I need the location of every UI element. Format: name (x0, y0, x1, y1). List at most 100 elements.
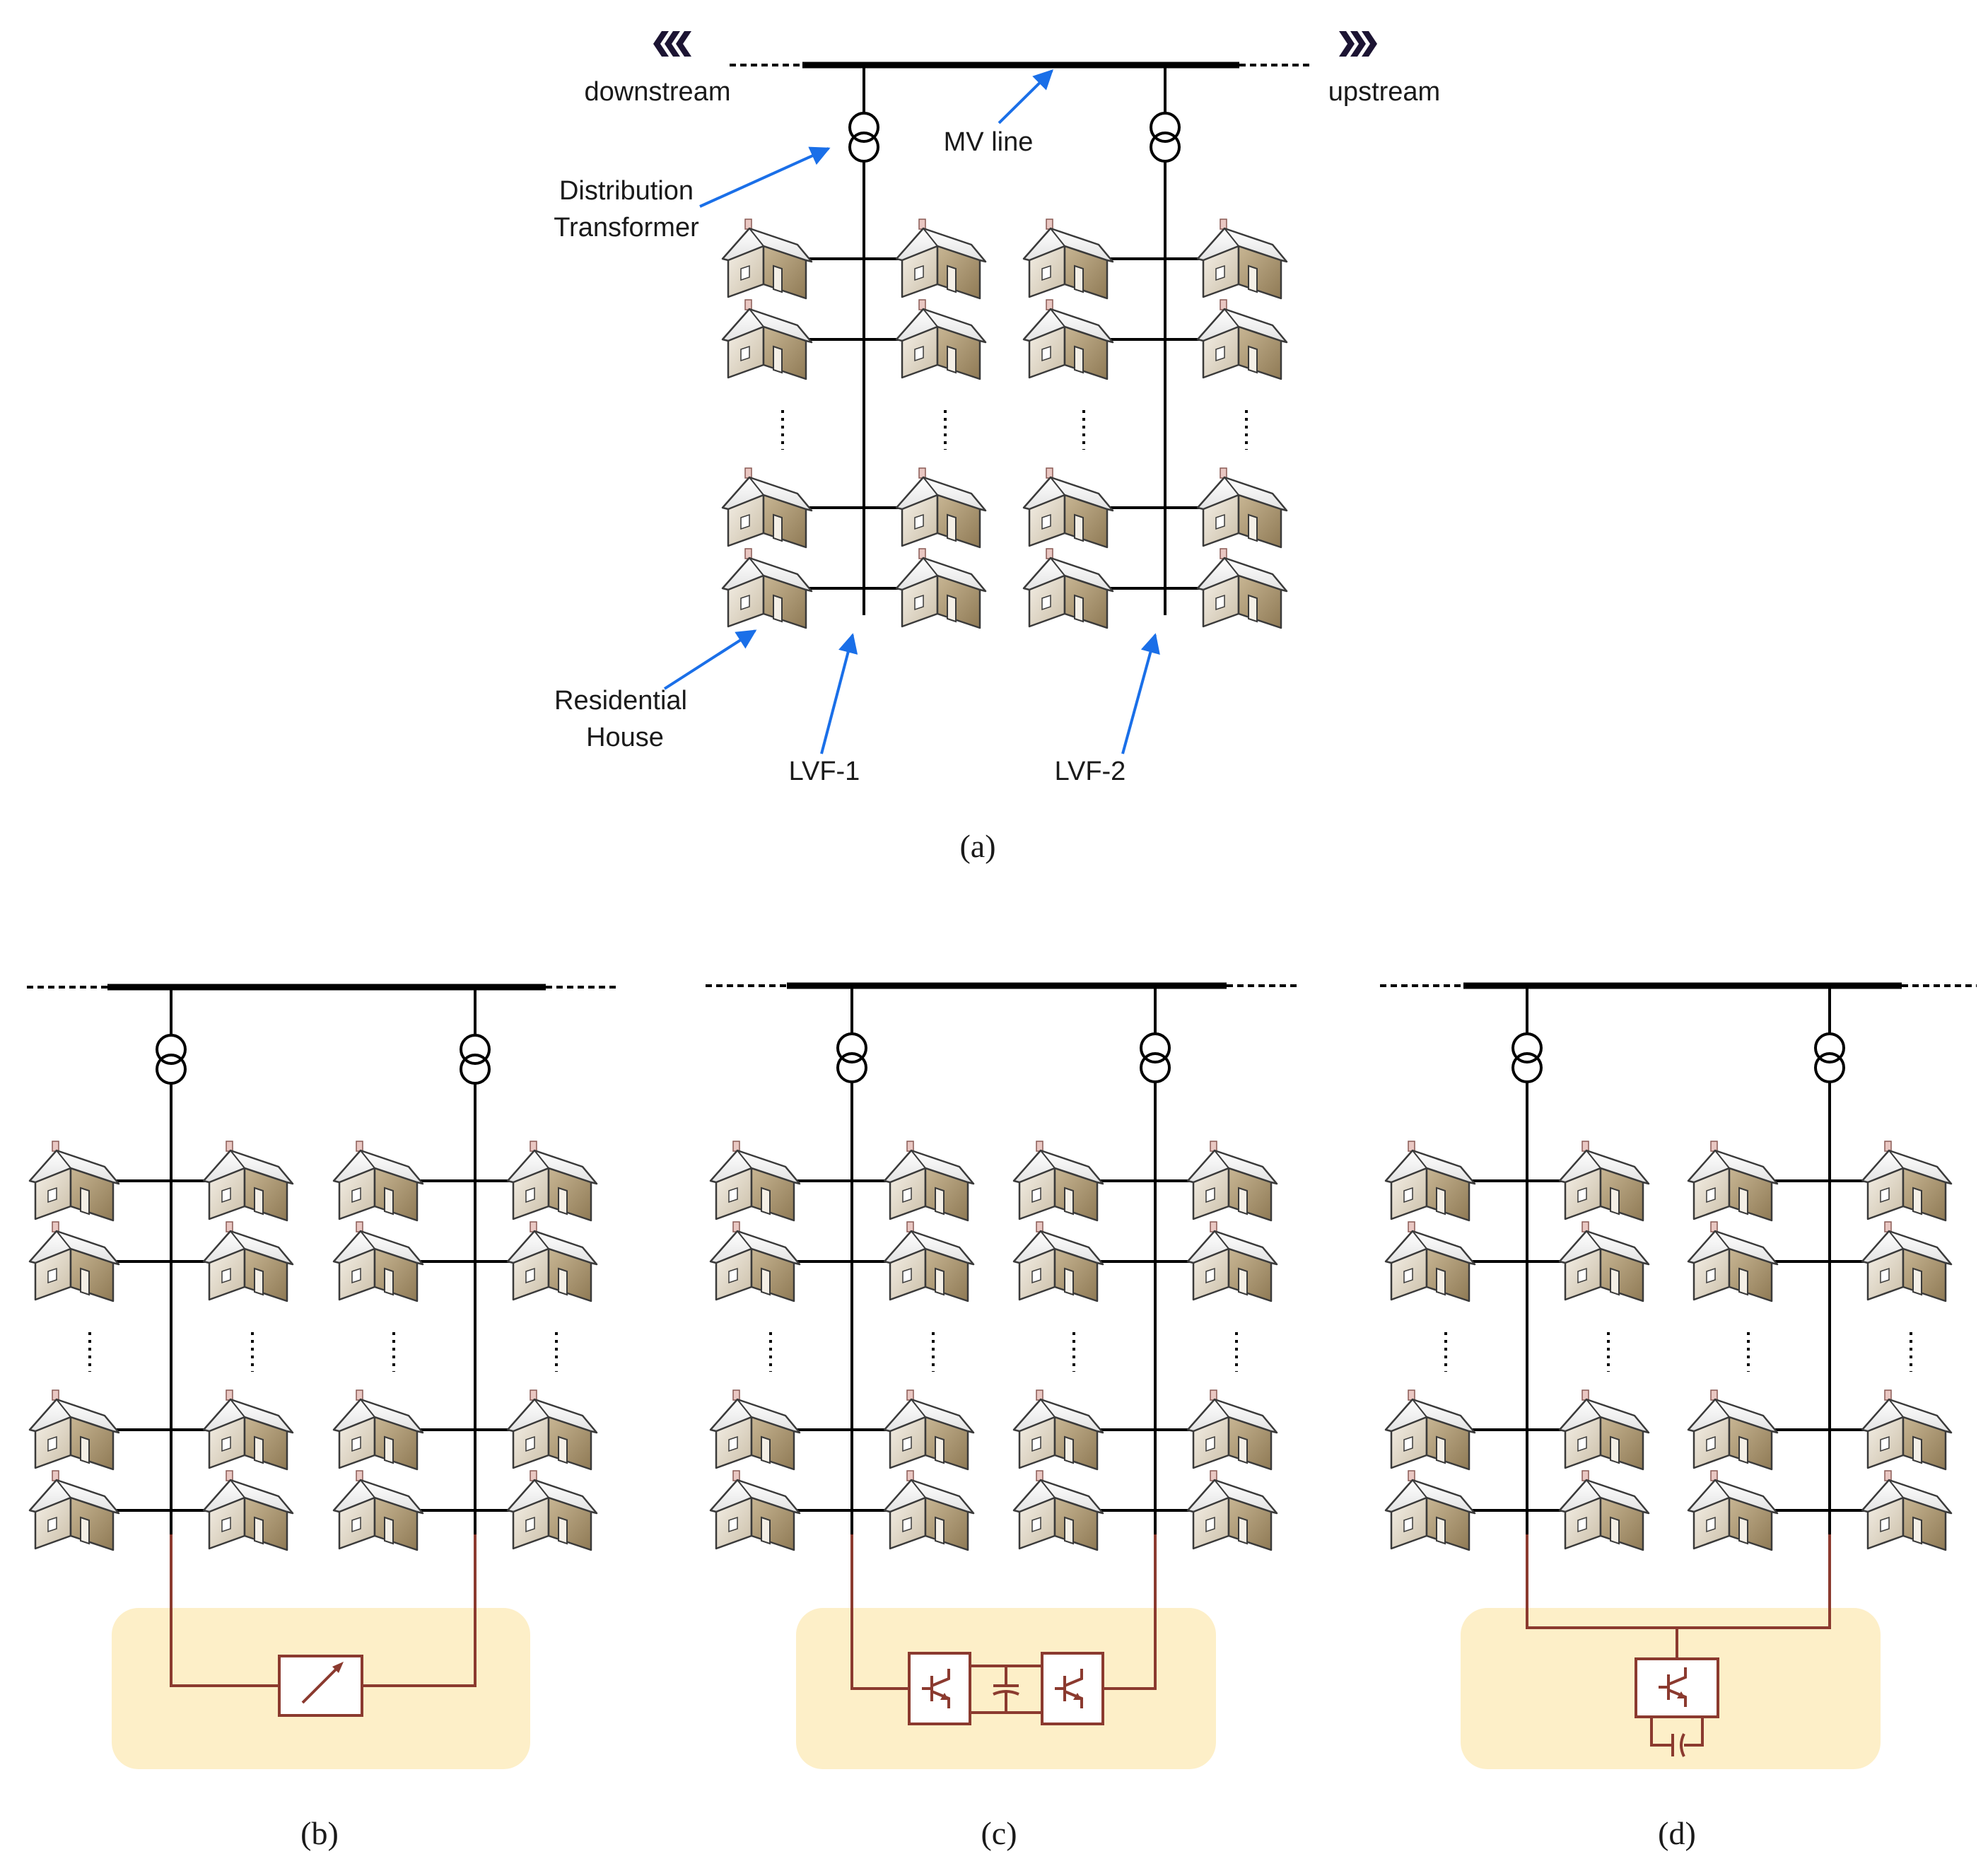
mv-line-arrow (998, 69, 1053, 124)
igbt-switch-icon (922, 1669, 950, 1708)
residential-house-icon (1384, 1140, 1476, 1222)
device-zone (796, 1608, 1216, 1769)
residential-house-icon (1022, 547, 1114, 629)
residential-house-icon (883, 1220, 975, 1302)
lv-feeder (721, 65, 987, 629)
caption-b: (b) (300, 1815, 339, 1851)
mv-line-label: MV line (944, 127, 1034, 157)
residential-house-icon (1861, 1469, 1953, 1551)
residential-house-icon (1012, 1389, 1104, 1471)
dc-capacitor-icon (1650, 1717, 1704, 1757)
upstream-chevron-icon (1339, 31, 1377, 57)
distribution-transformer-label-line2: Transformer (554, 213, 699, 243)
residential-house-icon (1022, 298, 1114, 380)
residential-house-icon (1687, 1220, 1779, 1302)
residential-house-icon (721, 467, 813, 549)
residential-house-icon (1558, 1469, 1650, 1551)
lvf-tie-right (1103, 1534, 1157, 1690)
residential-house-icon (1384, 1220, 1476, 1302)
residential-house-icon (1861, 1140, 1953, 1222)
residential-house-icon (721, 298, 813, 380)
residential-house-icon (1022, 467, 1114, 549)
lvf1-arrow (820, 633, 858, 754)
igbt-switch-icon (1659, 1667, 1687, 1707)
transformer-icon (156, 1034, 187, 1085)
residential-house-icon (1186, 1220, 1278, 1302)
residential-house-icon (506, 1469, 598, 1551)
transformer-icon (1140, 1032, 1171, 1083)
residential-house-icon (895, 298, 987, 380)
residential-house-icon (202, 1140, 294, 1222)
residential-house-icon (709, 1140, 801, 1222)
transformer-icon (1512, 1032, 1543, 1083)
residential-house-icon (1558, 1389, 1650, 1471)
upstream-label: upstream (1328, 77, 1440, 107)
residential-house-icon (883, 1469, 975, 1551)
residential-house-icon (709, 1469, 801, 1551)
residential-house-icon (1012, 1220, 1104, 1302)
transformer-arrow (699, 146, 831, 208)
residential-house-icon (721, 547, 813, 629)
residential-house-icon (332, 1220, 424, 1302)
residential-house-icon (1012, 1469, 1104, 1551)
transformer-icon (460, 1034, 491, 1085)
dc-capacitor-icon (993, 1666, 1019, 1713)
lv-feeder (1022, 65, 1288, 629)
residential-house-icon (28, 1469, 120, 1551)
residential-house-icon (1558, 1140, 1650, 1222)
residential-house-icon (28, 1220, 120, 1302)
residential-house-icon (1196, 467, 1288, 549)
residential-house-icon (1186, 1389, 1278, 1471)
residential-house-icon (1196, 298, 1288, 380)
residential-house-icon (895, 218, 987, 300)
residential-house-icon (506, 1140, 598, 1222)
lvf2-arrow (1121, 633, 1160, 754)
caption-c: (c) (981, 1815, 1017, 1851)
lv-feeder (709, 986, 975, 1551)
residential-house-icon (332, 1140, 424, 1222)
residential-house-icon (709, 1220, 801, 1302)
residential-house-icon (1687, 1140, 1779, 1222)
igbt-switch-icon (1055, 1669, 1083, 1708)
residential-house-icon (1687, 1469, 1779, 1551)
residential-house-icon (1196, 218, 1288, 300)
transformer-icon (1814, 1032, 1845, 1083)
residential-house-icon (883, 1389, 975, 1471)
residential-house-icon (202, 1220, 294, 1302)
lv-feeder (1384, 986, 1650, 1551)
panel-a: downstream upstream MV line Distribution… (554, 31, 1440, 864)
residential-house-icon (1196, 547, 1288, 629)
residential-house-icon (883, 1140, 975, 1222)
residential-arrow (663, 629, 757, 690)
transformer-icon (1150, 112, 1181, 163)
residential-house-icon (1022, 218, 1114, 300)
converter-1-box (908, 1652, 971, 1725)
residential-house-icon (1012, 1140, 1104, 1222)
lv-feeder (332, 987, 598, 1551)
residential-house-icon (202, 1469, 294, 1551)
lvf-tie-left (850, 1534, 909, 1690)
feeder-layer (28, 65, 1953, 1708)
residential-house-icon (1861, 1220, 1953, 1302)
residential-house-icon (721, 218, 813, 300)
lv-feeder (1687, 986, 1953, 1551)
residential-house-icon (1558, 1220, 1650, 1302)
caption-a: (a) (959, 828, 995, 864)
residential-house-icon (709, 1389, 801, 1471)
residential-house-icon (895, 467, 987, 549)
switch-arrowhead-icon (332, 1662, 344, 1673)
caption-d: (d) (1658, 1815, 1696, 1851)
switch-arrow-icon (301, 1666, 339, 1704)
panel-c: (c) (706, 982, 1301, 1851)
lv-feeder (28, 987, 294, 1551)
lv-feeder (1012, 986, 1278, 1551)
residential-house-icon (1861, 1389, 1953, 1471)
residential-house-label-line1: Residential (554, 686, 687, 716)
transformer-icon (836, 1032, 867, 1083)
lvf-tie-left (170, 1534, 279, 1687)
residential-house-icon (506, 1220, 598, 1302)
residential-house-icon (332, 1389, 424, 1471)
residential-house-icon (1186, 1140, 1278, 1222)
residential-house-icon (28, 1389, 120, 1471)
